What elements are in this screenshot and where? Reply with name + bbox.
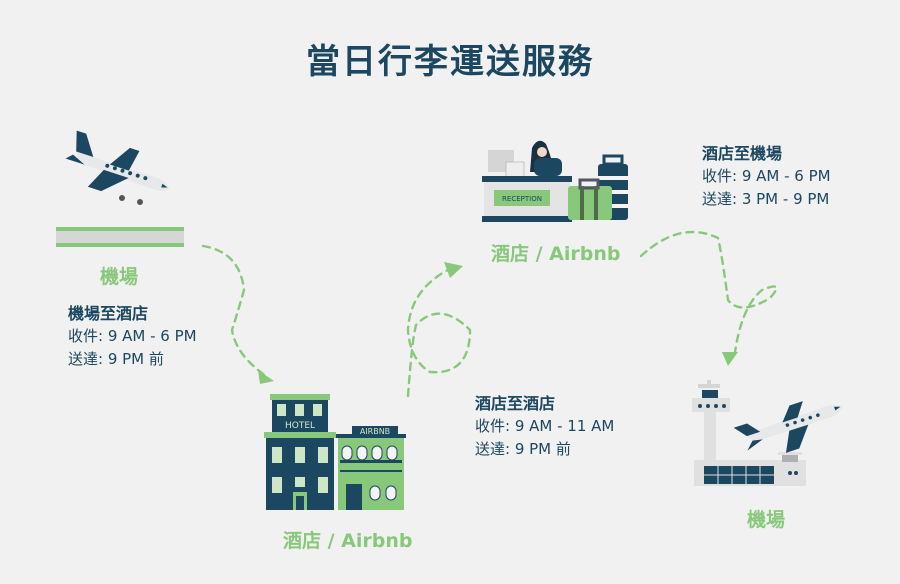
arrowhead-icon: [722, 352, 738, 366]
route-pickup: 收件: 9 AM - 6 PM: [702, 167, 831, 185]
route-hotel-to-hotel: 酒店至酒店 收件: 9 AM - 11 AM 送達: 9 PM 前: [475, 392, 614, 461]
dashed-arrow-hotel-to-airport: [639, 230, 778, 362]
dashed-arrow-airport-to-hotel: [201, 244, 268, 378]
dashed-arrow-hotel-to-hotel: [406, 268, 472, 398]
arrowhead-icon: [258, 370, 274, 384]
hotel-top-label: 酒店 / Airbnb: [491, 243, 621, 265]
landing-plane-icon: [65, 130, 170, 205]
airport-tower-icon: [692, 380, 843, 486]
hotel-bottom-label: 酒店 / Airbnb: [283, 530, 413, 552]
route-pickup: 收件: 9 AM - 11 AM: [475, 417, 615, 435]
route-delivery: 送達: 9 PM 前: [475, 440, 571, 458]
airbnb-sign: AIRBNB: [360, 427, 390, 436]
route-airport-to-hotel: 機場至酒店 收件: 9 AM - 6 PM 送達: 9 PM 前: [68, 302, 197, 371]
route-pickup: 收件: 9 AM - 6 PM: [68, 327, 197, 345]
hotel-buildings-icon: HOTEL AIRBNB: [264, 394, 406, 510]
route-delivery: 送達: 9 PM 前: [68, 350, 164, 368]
arrowhead-icon: [444, 262, 463, 278]
route-delivery: 送達: 3 PM - 9 PM: [702, 190, 830, 208]
airport-start-label: 機場: [100, 266, 139, 288]
page-title: 當日行李運送服務: [306, 42, 594, 82]
reception-desk-icon: RECEPTION: [482, 140, 628, 222]
reception-sign: RECEPTION: [502, 195, 542, 203]
route-hotel-to-airport: 酒店至機場 收件: 9 AM - 6 PM 送達: 3 PM - 9 PM: [702, 142, 831, 211]
hotel-sign: HOTEL: [285, 421, 315, 431]
route-title: 酒店至機場: [702, 144, 783, 163]
runway: [56, 227, 184, 247]
route-title: 酒店至酒店: [475, 394, 556, 413]
route-title: 機場至酒店: [68, 304, 149, 323]
airport-end-label: 機場: [747, 509, 786, 531]
